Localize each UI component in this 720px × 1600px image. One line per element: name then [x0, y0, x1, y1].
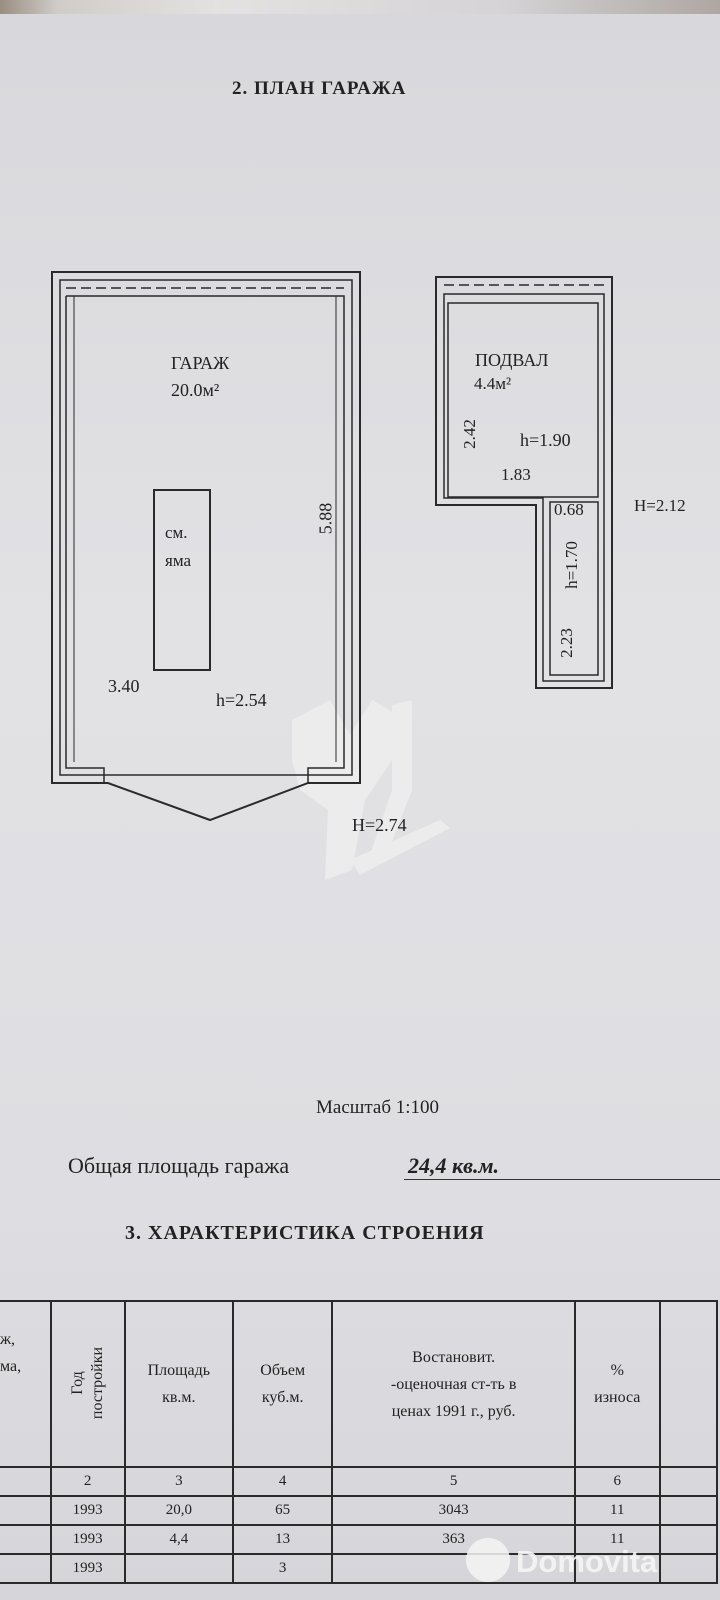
- header-cost-line3: ценах 1991 г., руб.: [391, 1402, 516, 1420]
- header-wear-line2: износа: [594, 1389, 641, 1406]
- domovita-logo-icon: [466, 1538, 510, 1582]
- header-year-line2: постройки: [88, 1346, 106, 1419]
- cost-cell: 363: [331, 1524, 576, 1555]
- header-year-line1: Год: [68, 1370, 86, 1395]
- garage-area: 20.0м²: [171, 380, 220, 400]
- scale-label: Масштаб 1:100: [316, 1097, 440, 1118]
- volume-cell: 13: [231, 1524, 334, 1555]
- header-area: Площадь кв.м.: [123, 1300, 234, 1468]
- basement-side-dim: 2.42: [459, 419, 479, 449]
- basement-outer-height: H=2.12: [634, 496, 686, 515]
- paper-edge: [0, 0, 720, 14]
- header-col-1-line1: ж,: [0, 1331, 16, 1348]
- area-cell: 20,0: [123, 1495, 234, 1526]
- area-cell: [123, 1553, 234, 1584]
- watermark-text: Domovita: [516, 1544, 658, 1579]
- pit-label-line2: яма: [165, 551, 192, 570]
- pit-label-line1: см.: [165, 523, 188, 542]
- basement-label: ПОДВАЛ: [475, 350, 549, 370]
- number-cell: 6: [573, 1466, 661, 1497]
- area-cell: 4,4: [123, 1524, 234, 1555]
- section-2-title: 2. ПЛАН ГАРАЖА: [232, 78, 407, 99]
- basement-width-dim: 1.83: [501, 465, 531, 484]
- number-cell: 2: [49, 1466, 126, 1497]
- niche-length-dim: 2.23: [556, 628, 576, 658]
- total-area-label: Общая площадь гаража: [68, 1153, 290, 1178]
- niche-height: h=1.70: [561, 541, 581, 589]
- table-number-row: 2 3 4 5 6: [0, 1466, 719, 1497]
- header-volume-line2: куб.м.: [261, 1389, 304, 1406]
- header-volume: Объем куб.м.: [231, 1300, 334, 1468]
- basement-inner-height: h=1.90: [520, 430, 571, 450]
- garage-inner-height: h=2.54: [216, 690, 267, 710]
- year-cell: 1993: [49, 1524, 126, 1555]
- header-col-7: [658, 1300, 719, 1468]
- table-row: 1993 4,4 13 363 11: [0, 1524, 719, 1555]
- number-cell: 4: [231, 1466, 334, 1497]
- basement-area: 4.4м²: [474, 374, 512, 393]
- header-col-1-line2: ма,: [0, 1358, 22, 1375]
- volume-cell: 65: [231, 1495, 334, 1526]
- header-wear: % износа: [573, 1300, 661, 1468]
- row-label-cell: [0, 1553, 52, 1584]
- header-area-line1: Площадь: [147, 1362, 211, 1379]
- header-volume-line1: Объем: [260, 1362, 306, 1379]
- header-cost-line1: Востановит.: [412, 1348, 496, 1366]
- garage-walls: [51, 271, 361, 822]
- year-cell: 1993: [49, 1495, 126, 1526]
- section-3-title: 3. ХАРАКТЕРИСТИКА СТРОЕНИЯ: [125, 1222, 485, 1244]
- header-cost-line2: -оценочная ст-ть в: [390, 1375, 517, 1393]
- extra-cell: [658, 1553, 719, 1584]
- year-cell: 1993: [49, 1553, 126, 1584]
- garage-floor-plan: [51, 271, 613, 880]
- total-area-value: 24,4 кв.м.: [404, 1153, 720, 1180]
- row-label-cell: [0, 1524, 52, 1555]
- number-cell-1: [0, 1466, 52, 1497]
- garage-width-dim: 3.40: [108, 676, 140, 696]
- table-row: 1993 3: [0, 1553, 719, 1584]
- header-col-1: ж, ма,: [0, 1300, 52, 1468]
- garage-outer-height: H=2.74: [352, 815, 407, 835]
- table-row: 1993 20,0 65 3043 11: [0, 1495, 719, 1526]
- number-cell: 3: [123, 1466, 234, 1497]
- inspection-pit: [153, 489, 211, 671]
- basement-walls: [435, 276, 613, 689]
- extra-cell: [658, 1495, 719, 1526]
- header-cost: Востановит. -оценочная ст-ть в ценах 199…: [331, 1300, 576, 1468]
- row-label-cell: [0, 1495, 52, 1526]
- extra-cell: [658, 1524, 719, 1555]
- number-cell: 5: [331, 1466, 576, 1497]
- header-area-line2: кв.м.: [162, 1389, 196, 1406]
- wear-cell: 11: [573, 1524, 661, 1555]
- cost-cell: [331, 1553, 576, 1584]
- wear-cell: 11: [573, 1495, 661, 1526]
- header-wear-line1: %: [610, 1362, 624, 1379]
- volume-cell: 3: [231, 1553, 334, 1584]
- cost-cell: 3043: [331, 1495, 576, 1526]
- garage-label: ГАРАЖ: [171, 353, 230, 373]
- number-cell-7: [658, 1466, 719, 1497]
- niche-width-dim: 0.68: [554, 500, 584, 519]
- watermark-emblem: [292, 700, 450, 880]
- garage-length-dim: 5.88: [315, 502, 336, 535]
- wear-cell: [573, 1553, 661, 1584]
